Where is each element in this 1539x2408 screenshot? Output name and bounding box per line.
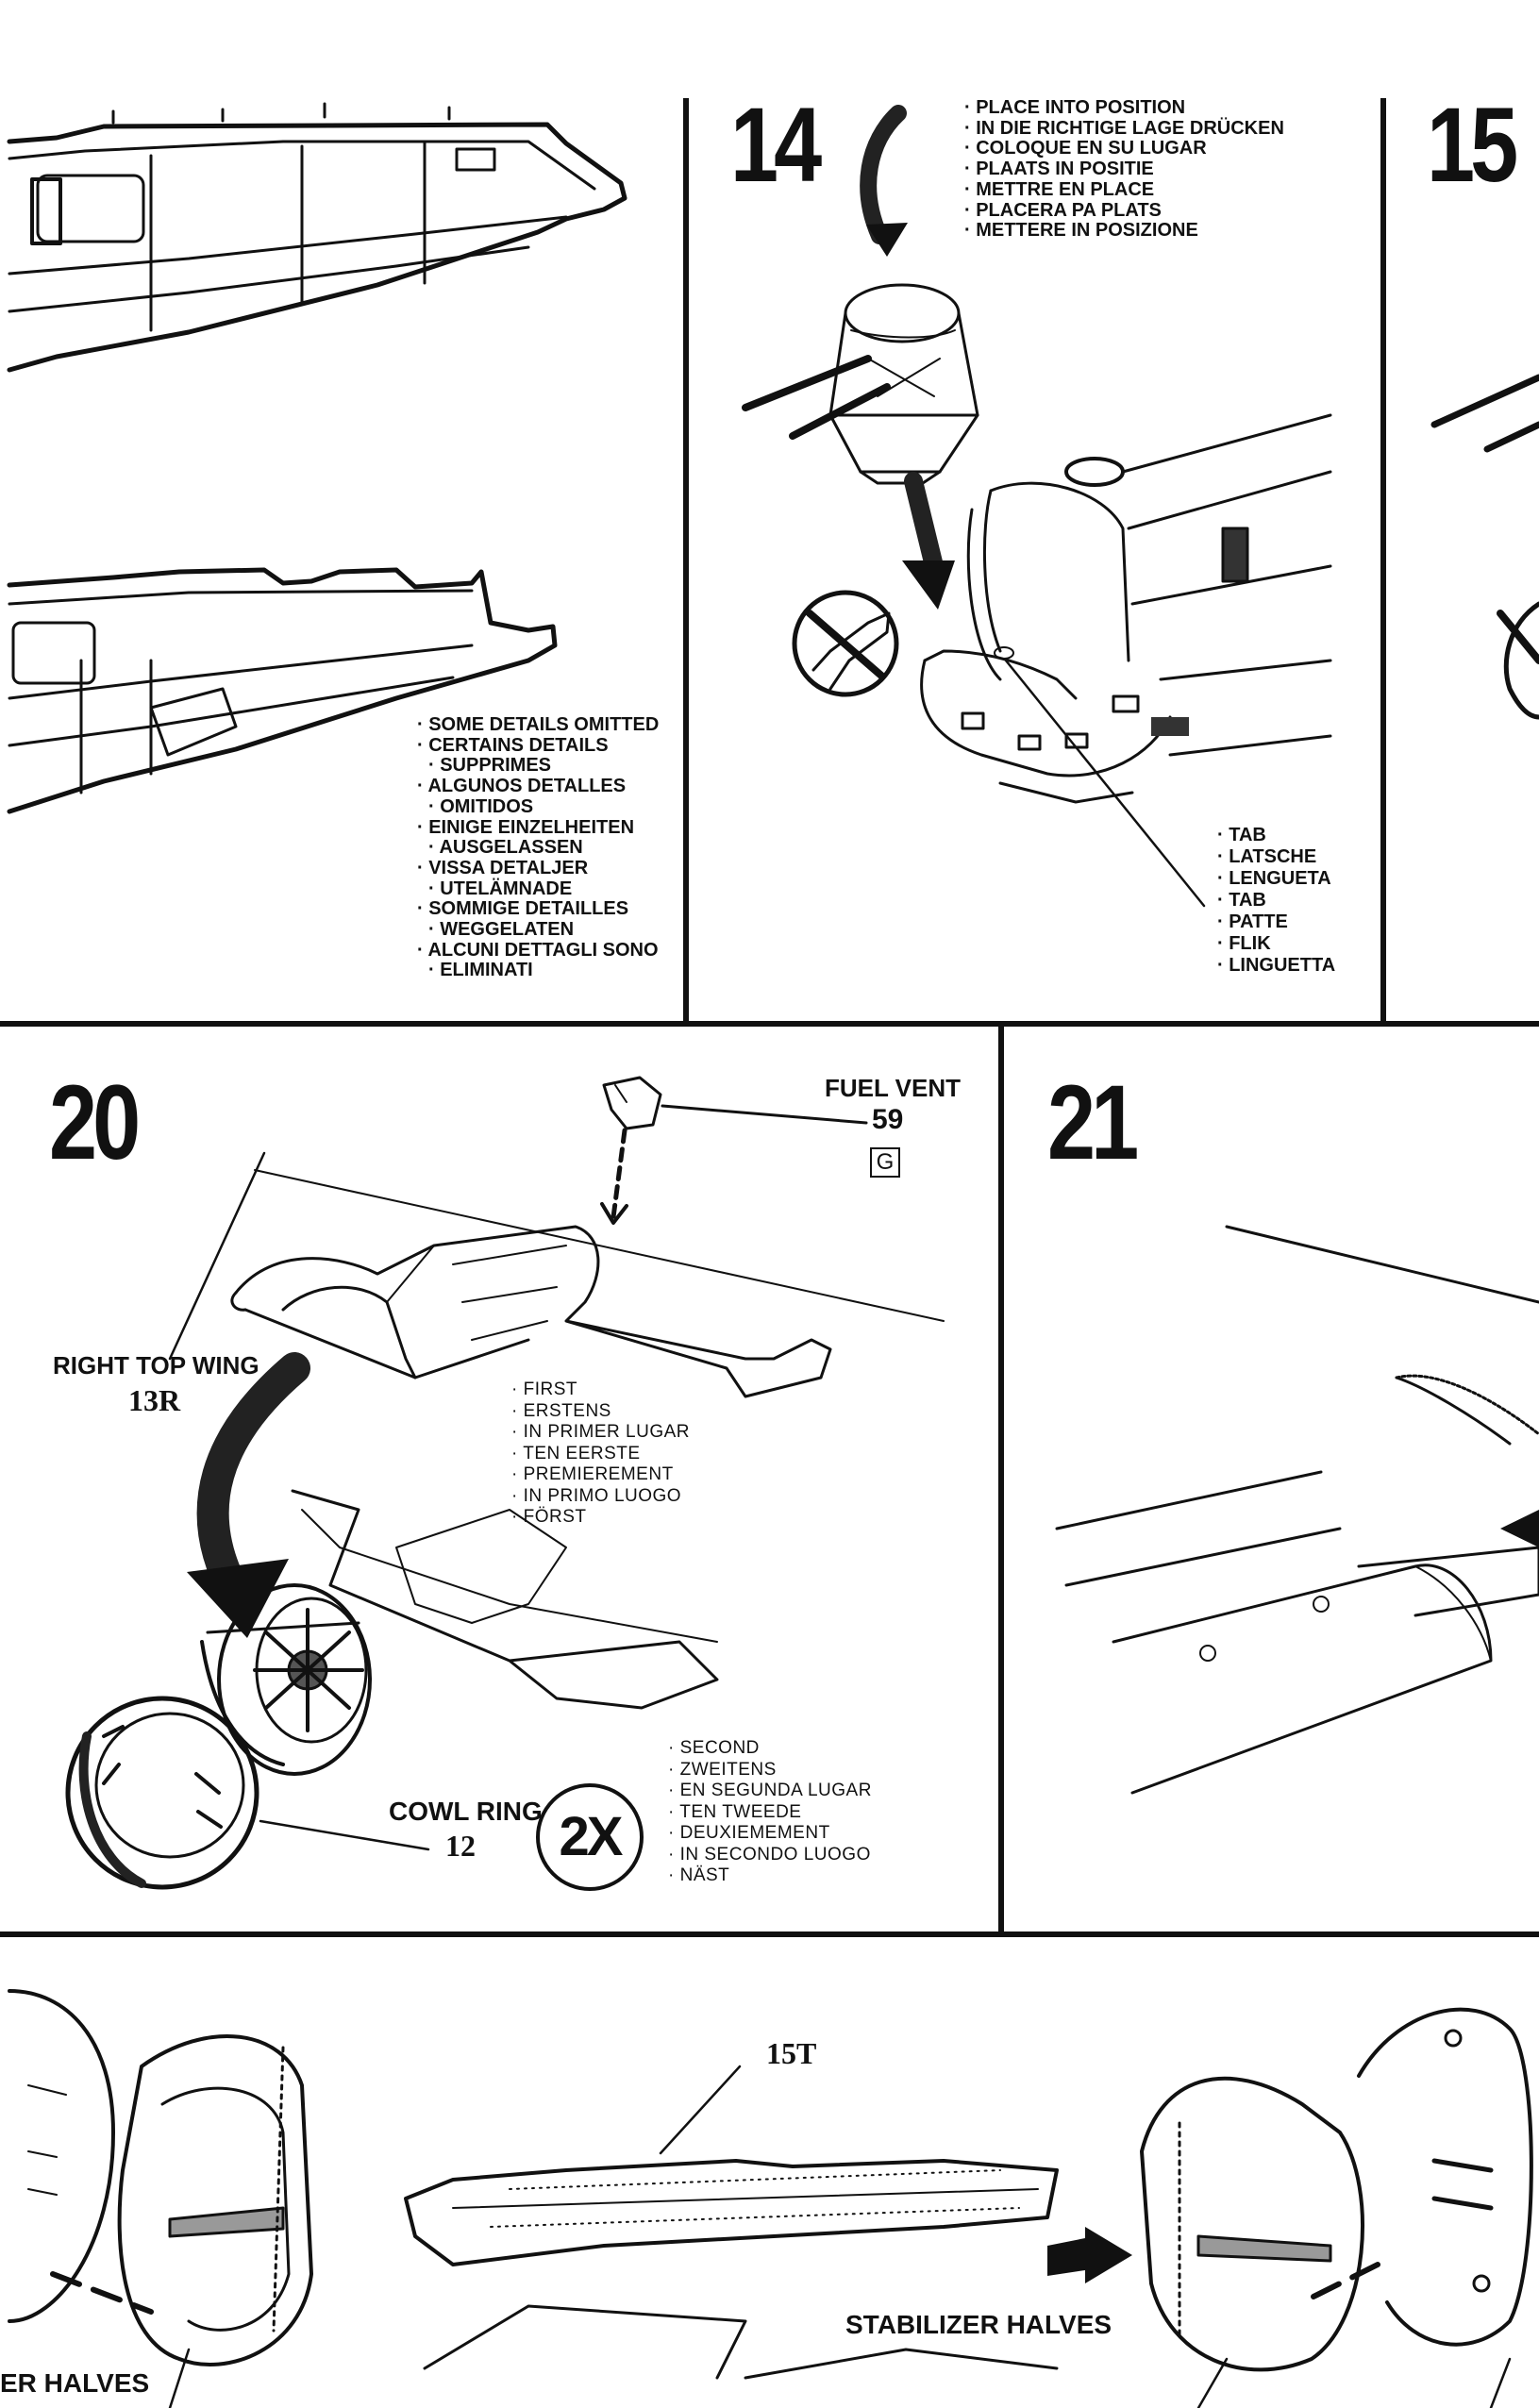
step-number-21: 21 [1047, 1063, 1139, 1181]
no-glue-icon [792, 590, 899, 697]
step21-wing-partial [1055, 1225, 1539, 1795]
note-line: IN PRIMO LUOGO [511, 1486, 690, 1508]
note-line: PREMIEREMENT [511, 1464, 690, 1486]
step-number-14: 14 [730, 86, 822, 204]
fuselage-nose-receptacle [920, 413, 1332, 908]
fuel-vent-part [600, 1076, 868, 1225]
stabilizer-halves-label-partial: ER HALVES [0, 2368, 150, 2398]
note-line: OMITIDOS [417, 796, 659, 818]
note-line: SECOND [668, 1738, 872, 1760]
turret-assembly [742, 105, 979, 610]
note-line: SOME DETAILS OMITTED [417, 714, 659, 736]
place-into-position-note: PLACE INTO POSITION IN DIE RICHTIGE LAGE… [964, 97, 1284, 242]
note-line: ALGUNOS DETALLES [417, 776, 659, 797]
note-line: VISSA DETALJER [417, 858, 659, 879]
cowl-ring-part-number: 12 [445, 1829, 476, 1863]
note-line: TEN TWEEDE [668, 1802, 872, 1824]
note-line: LENGUETA [1217, 868, 1335, 890]
cowl-ring-part [65, 1696, 430, 1890]
first-note: FIRST ERSTENS IN PRIMER LUGAR TEN EERSTE… [511, 1380, 690, 1529]
note-line: SOMMIGE DETAILLES [417, 899, 659, 920]
note-line: EINIGE EINZELHEITEN [417, 817, 659, 839]
note-line: METTRE EN PLACE [964, 179, 1284, 201]
stabilizer-halves-label: STABILIZER HALVES [845, 2310, 1112, 2339]
note-line: ERSTENS [511, 1401, 690, 1423]
wing-15t-part-number: 15T [766, 2036, 817, 2070]
note-line: WEGGELATEN [417, 919, 659, 941]
note-line: METTERE IN POSIZIONE [964, 221, 1284, 242]
fuel-vent-part-number: 59 [872, 1104, 904, 1135]
step-number-15: 15 [1427, 86, 1518, 204]
panel-dividers [0, 98, 1539, 1937]
step15-partial-parts [1430, 374, 1539, 720]
right-top-wing-label: RIGHT TOP WING [53, 1351, 259, 1380]
note-line: PLACERA PA PLATS [964, 200, 1284, 222]
note-line: ALCUNI DETTAGLI SONO [417, 940, 659, 962]
right-top-wing-part-number: 13R [128, 1383, 181, 1417]
note-line: PLAATS IN POSITIE [964, 159, 1284, 180]
fuselage-half-upper [7, 102, 627, 373]
note-line: UTELÄMNADE [417, 878, 659, 900]
details-omitted-note: SOME DETAILS OMITTED CERTAINS DETAILS SU… [417, 714, 659, 981]
cowl-ring-label: COWL RING [389, 1797, 543, 1826]
note-line: ELIMINATI [417, 961, 659, 981]
note-line: TEN EERSTE [511, 1444, 690, 1465]
step-number-20: 20 [49, 1063, 141, 1181]
tab-note: TAB LATSCHE LENGUETA TAB PATTE FLIK LING… [1217, 825, 1335, 977]
note-line: LATSCHE [1217, 846, 1335, 868]
note-line: LINGUETTA [1217, 955, 1335, 977]
quantity-badge: 2X [536, 1783, 644, 1891]
right-top-wing-part [168, 1151, 945, 1398]
note-line: FLIK [1217, 933, 1335, 955]
note-line: FÖRST [511, 1507, 690, 1529]
note-line: IN SECONDO LUOGO [668, 1845, 872, 1866]
stabilizer-assembly [8, 1989, 1533, 2408]
sprue-letter-box: G [870, 1147, 900, 1178]
note-line: DEUXIEMEMENT [668, 1823, 872, 1845]
note-line: PATTE [1217, 911, 1335, 933]
note-line: TAB [1217, 825, 1335, 846]
note-line: NÄST [668, 1865, 872, 1887]
note-line: IN DIE RICHTIGE LAGE DRÜCKEN [964, 118, 1284, 140]
curved-arrow-icon [187, 1352, 310, 1638]
fuel-vent-label: FUEL VENT [825, 1074, 961, 1102]
note-line: CERTAINS DETAILS [417, 735, 659, 757]
note-line: COLOQUE EN SU LUGAR [964, 139, 1284, 159]
second-note: SECOND ZWEITENS EN SEGUNDA LUGAR TEN TWE… [668, 1738, 872, 1887]
note-line: EN SEGUNDA LUGAR [668, 1781, 872, 1802]
note-line: IN PRIMER LUGAR [511, 1422, 690, 1444]
note-line: TAB [1217, 890, 1335, 911]
note-line: FIRST [511, 1380, 690, 1401]
fuselage-half-lower [7, 567, 558, 814]
note-line: SUPPRIMES [417, 756, 659, 777]
engine-nacelle [200, 1489, 719, 1776]
note-line: PLACE INTO POSITION [964, 97, 1284, 119]
note-line: AUSGELASSEN [417, 838, 659, 859]
note-line: ZWEITENS [668, 1760, 872, 1781]
